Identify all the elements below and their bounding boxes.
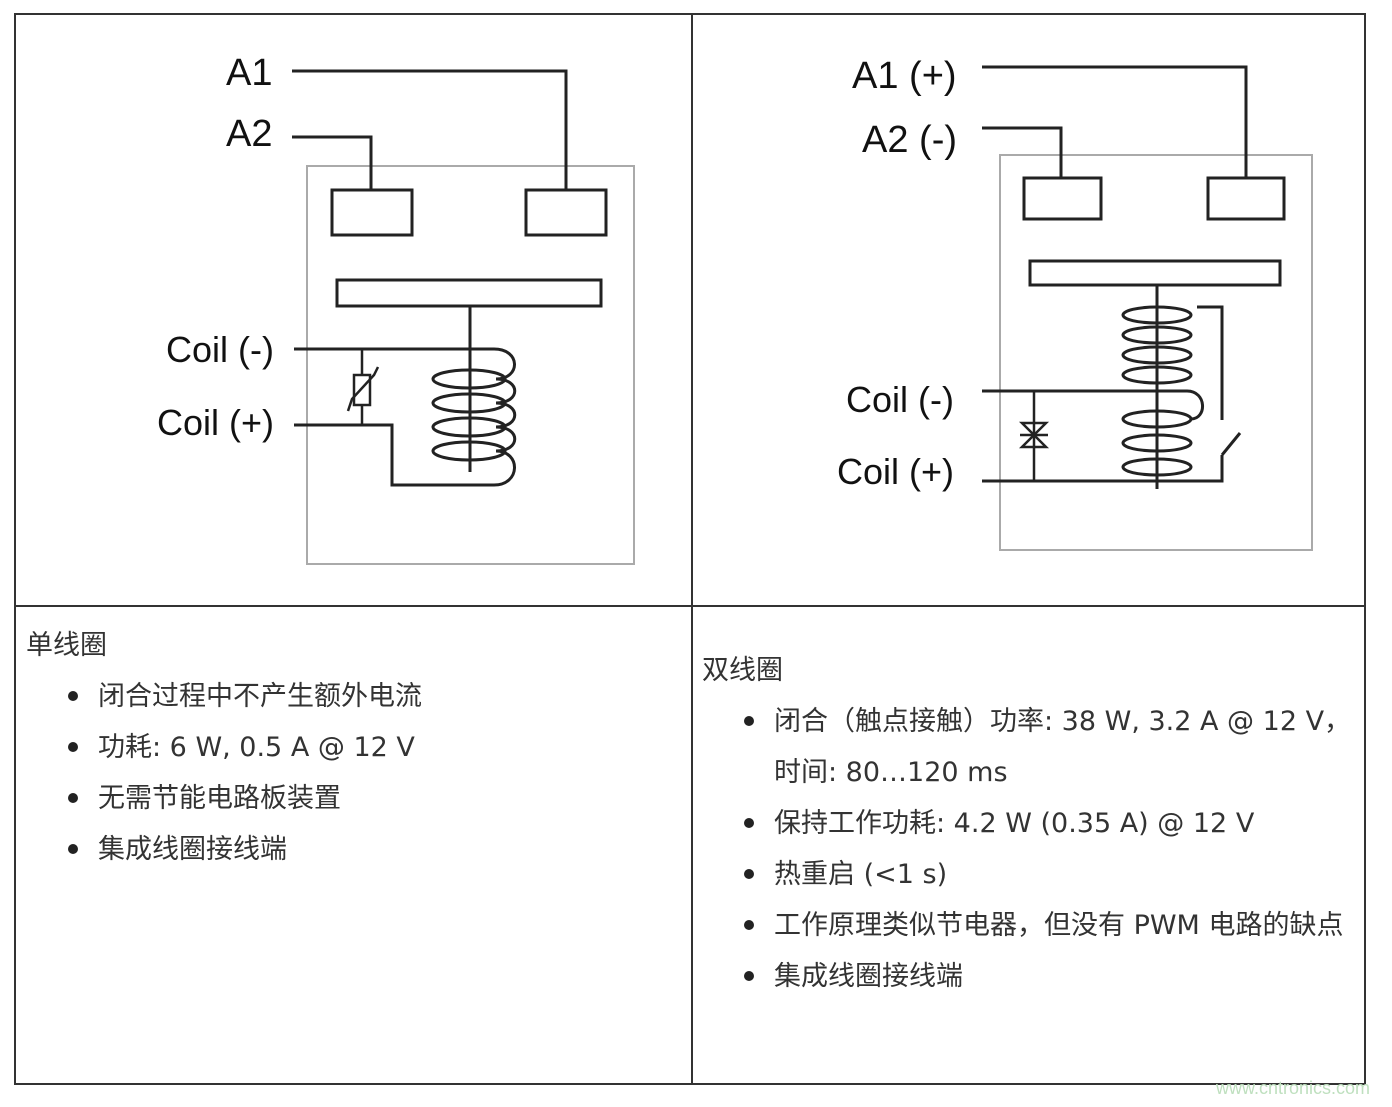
list-item: 集成线圈接线端 [702, 951, 1352, 1002]
double-coil-features: 闭合（触点接触）功率: 38 W, 3.2 A @ 12 V，时间: 80…12… [702, 696, 1352, 1002]
list-item: 无需节能电路板装置 [26, 773, 666, 824]
list-item: 工作原理类似节电器，但没有 PWM 电路的缺点 [702, 900, 1352, 951]
comparison-table: A1 A2 Coil (-) Coil (+) [14, 13, 1366, 1085]
row-divider [16, 605, 1364, 607]
single-coil-cell: 单线圈 闭合过程中不产生额外电流 功耗: 6 W, 0.5 A @ 12 V 无… [26, 620, 666, 875]
single-coil-diagram: A1 A2 Coil (-) Coil (+) [16, 15, 691, 605]
single-coil-title: 单线圈 [26, 630, 107, 661]
double-coil-cell: 双线圈 闭合（触点接触）功率: 38 W, 3.2 A @ 12 V，时间: 8… [702, 645, 1352, 1002]
single-coil-features: 闭合过程中不产生额外电流 功耗: 6 W, 0.5 A @ 12 V 无需节能电… [26, 671, 666, 875]
terminal-a1-block [1206, 176, 1286, 221]
label-coil-minus: Coil (-) [846, 379, 954, 420]
armature-bar [335, 278, 603, 308]
label-coil-plus: Coil (+) [157, 402, 274, 443]
list-item: 热重启 (<1 s) [702, 849, 1352, 900]
relay-housing [306, 165, 635, 565]
relay-housing [999, 154, 1313, 551]
a1-wire [292, 69, 568, 190]
list-item: 功耗: 6 W, 0.5 A @ 12 V [26, 722, 666, 773]
varistor [346, 349, 380, 425]
cutoff-contact [982, 305, 1242, 483]
label-a1: A1 [226, 52, 272, 94]
column-divider [691, 15, 693, 1083]
a2-wire [292, 135, 373, 190]
hold-coil [982, 389, 1204, 477]
a1-wire [982, 65, 1248, 178]
label-a1: A1 (+) [852, 55, 957, 97]
list-item: 闭合（触点接触）功率: 38 W, 3.2 A @ 12 V，时间: 80…12… [702, 696, 1352, 798]
label-a2: A2 (-) [862, 119, 957, 161]
armature-bar [1028, 259, 1282, 287]
pull-in-coil [1121, 305, 1193, 385]
label-coil-plus: Coil (+) [837, 451, 954, 492]
terminal-a2-block [1022, 176, 1103, 221]
double-coil-diagram: A1 (+) A2 (-) Coil (-) Coil (+) [692, 15, 1366, 605]
watermark: www.cntronics.com [1215, 1078, 1370, 1098]
terminal-a2-block [330, 188, 414, 237]
a2-wire [982, 126, 1063, 178]
list-item: 保持工作功耗: 4.2 W (0.35 A) @ 12 V [702, 798, 1352, 849]
list-item: 闭合过程中不产生额外电流 [26, 671, 666, 722]
double-coil-title: 双线圈 [702, 655, 783, 686]
suppressor-diode [1018, 391, 1050, 481]
label-coil-minus: Coil (-) [166, 329, 274, 370]
coil-winding [294, 347, 517, 487]
list-item: 集成线圈接线端 [26, 824, 666, 875]
terminal-a1-block [524, 188, 608, 237]
label-a2: A2 [226, 113, 272, 155]
